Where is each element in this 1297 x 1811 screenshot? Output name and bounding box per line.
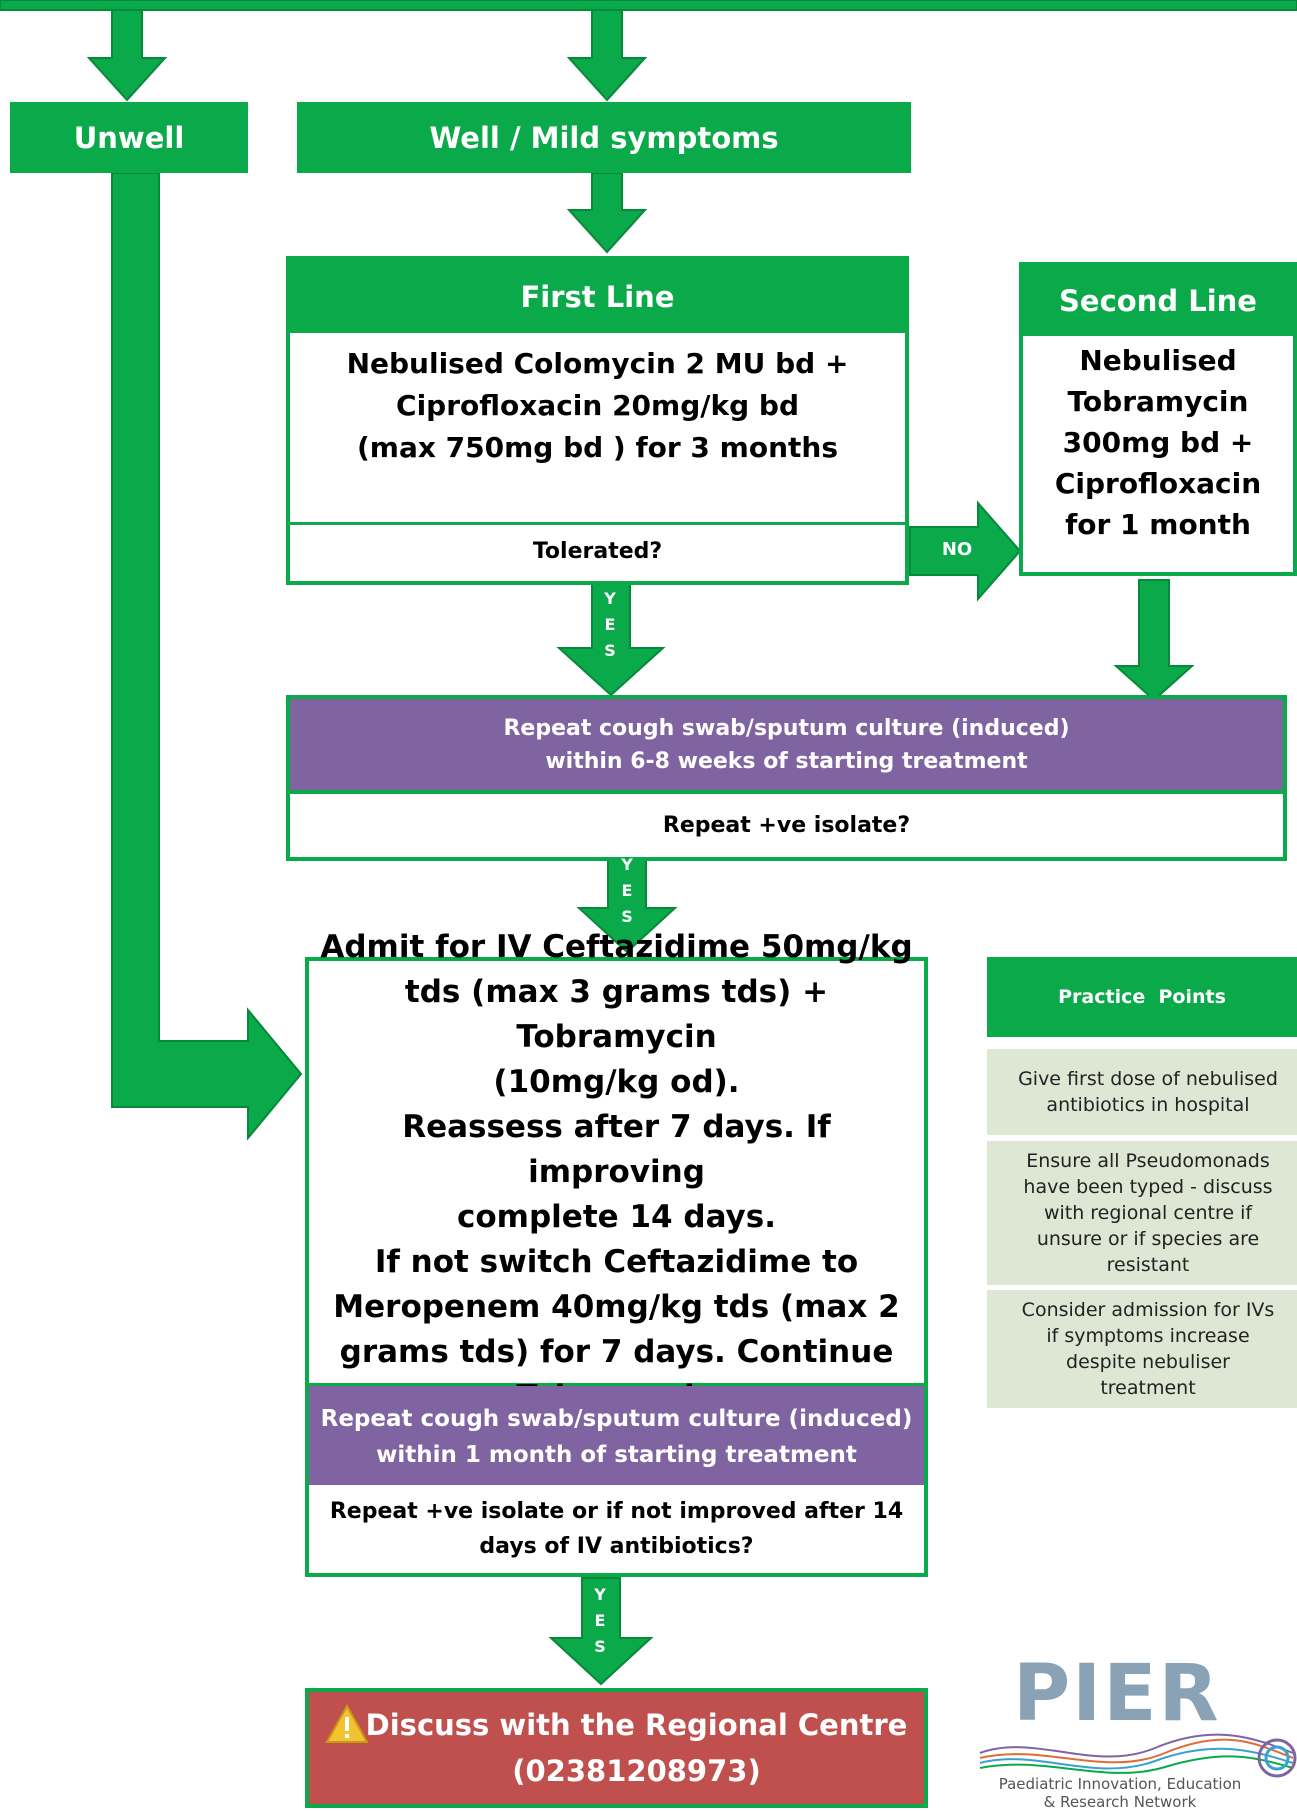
yes-3-y: Y	[594, 1585, 606, 1604]
discuss-box: Discuss with the Regional Centre (023812…	[305, 1688, 928, 1808]
yes-3-s: S	[594, 1637, 606, 1656]
well-label: Well / Mild symptoms	[429, 120, 779, 155]
top-bar	[0, 0, 1297, 11]
pier-logo-waves	[979, 1733, 1297, 1778]
iv-treatment-box: Admit for IV Ceftazidime 50mg/kg tds (ma…	[305, 929, 928, 1415]
culture-1-question-row: Repeat +ve isolate?	[286, 790, 1287, 861]
practice-points-title: Practice Points	[1058, 986, 1226, 1008]
second-line-title: Second Line	[1059, 284, 1257, 318]
practice-point-2: Ensure all Pseudomonads have been typed …	[987, 1141, 1297, 1285]
arrow-to-first-line	[566, 172, 648, 254]
yes-label-3: Y E S	[590, 1582, 610, 1660]
iv-question-box: Repeat +ve isolate or if not improved af…	[305, 1485, 928, 1577]
practice-point-1: Give first dose of nebulised antibiotics…	[987, 1049, 1297, 1135]
tolerated-question: Tolerated?	[532, 538, 663, 564]
yes-2-s: S	[621, 907, 633, 926]
first-line-question-row: Tolerated?	[290, 522, 905, 577]
first-line-body: Nebulised Colomycin 2 MU bd + Ciprofloxa…	[346, 347, 849, 464]
arrow-yes-3	[548, 1577, 654, 1686]
arrow-second-line-down	[1113, 579, 1195, 702]
discuss-text: Discuss with the Regional Centre (023812…	[365, 1708, 908, 1788]
yes-2-e: E	[621, 881, 633, 900]
yes-1-y: Y	[604, 589, 616, 608]
arrow-no	[909, 500, 1022, 602]
well-node: Well / Mild symptoms	[297, 102, 911, 173]
first-line-header: First Line	[290, 260, 905, 333]
second-line-header: Second Line	[1023, 266, 1293, 336]
second-line-box: Second Line Nebulised Tobramycin 300mg b…	[1019, 262, 1297, 576]
yes-1-s: S	[604, 641, 616, 660]
yes-2-y: Y	[621, 855, 633, 874]
warning-icon	[325, 1704, 369, 1743]
first-line-title: First Line	[520, 279, 675, 314]
practice-point-3: Consider admission for IVs if symptoms i…	[987, 1290, 1297, 1408]
practice-points-panel: Practice Points Give first dose of nebul…	[987, 957, 1297, 1608]
repeat-isolate-question: Repeat +ve isolate?	[662, 813, 911, 838]
unwell-label: Unwell	[73, 120, 185, 155]
arrow-unwell-to-iv	[111, 172, 303, 1141]
iv-culture-box: Repeat cough swab/sputum culture (induce…	[305, 1386, 928, 1487]
pier-logo: PIER Paediatric Innovation, Education & …	[975, 1655, 1297, 1811]
yes-3-e: E	[594, 1611, 606, 1630]
yes-label-2: Y E S	[617, 852, 637, 930]
arrow-to-unwell	[86, 9, 168, 102]
yes-1-e: E	[604, 615, 616, 634]
yes-label-1: Y E S	[600, 586, 620, 664]
second-line-body: Nebulised Tobramycin 300mg bd + Ciproflo…	[1054, 344, 1262, 541]
pier-logo-tagline-2: & Research Network	[1043, 1793, 1197, 1811]
first-line-box: First Line Nebulised Colomycin 2 MU bd +…	[286, 256, 909, 585]
no-label: NO	[941, 539, 973, 560]
arrow-to-well	[566, 9, 648, 102]
practice-points-header: Practice Points	[987, 957, 1297, 1037]
unwell-node: Unwell	[10, 102, 248, 173]
arrow-yes-1	[556, 582, 666, 697]
pier-logo-wordmark: PIER	[1013, 1655, 1221, 1739]
pier-logo-tagline-1: Paediatric Innovation, Education	[998, 1775, 1242, 1793]
culture-1-text: Repeat cough swab/sputum culture (induce…	[286, 695, 1287, 790]
culture-box-1: Repeat cough swab/sputum culture (induce…	[286, 695, 1287, 861]
